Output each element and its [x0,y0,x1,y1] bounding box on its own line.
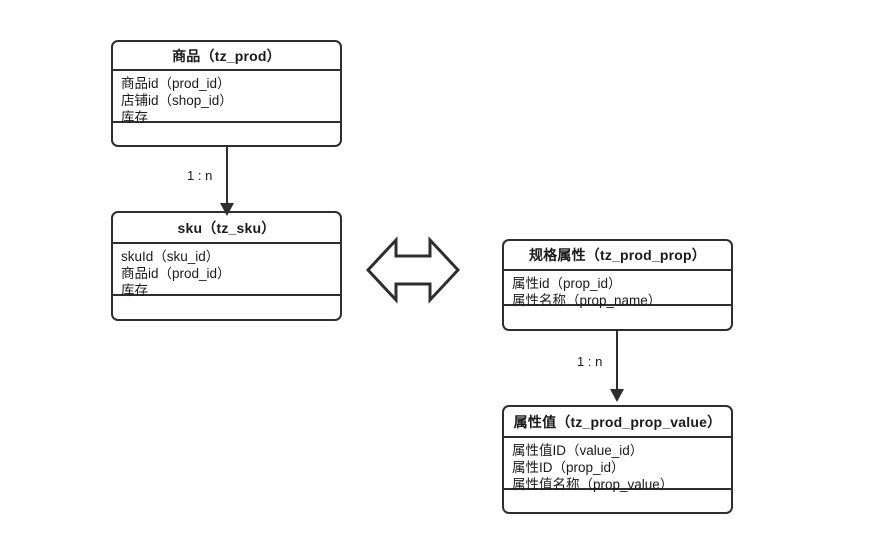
entity-fields-prod-prop: 属性id（prop_id） 属性名称（prop_name） [504,271,731,308]
entity-box-prod-prop-value[interactable]: 属性值（tz_prod_prop_value） 属性值ID（value_id） … [502,405,733,514]
entity-title-prod-prop-value: 属性值（tz_prod_prop_value） [504,407,731,438]
entity-box-prod[interactable]: 商品（tz_prod） 商品id（prod_id） 店铺id（shop_id） … [111,40,342,147]
entity-fields-sku: skuId（sku_id） 商品id（prod_id） 库存 [113,244,340,298]
connector-label-prop-value: 1 : n [577,354,603,369]
entity-title-prod: 商品（tz_prod） [113,42,340,71]
entity-field: 属性名称（prop_name） [512,293,662,308]
arrowhead-down-icon [610,389,624,402]
entity-field: 属性值ID（value_id） [512,443,644,458]
entity-fields-prod-prop-value: 属性值ID（value_id） 属性ID（prop_id） 属性值名称（prop… [504,438,731,492]
entity-footer-sku [113,296,340,319]
entity-field: 属性值名称（prop_value） [512,477,674,492]
entity-field: 属性id（prop_id） [512,276,622,291]
entity-title-prod-prop: 规格属性（tz_prod_prop） [504,241,731,271]
entity-field: 库存 [121,283,148,298]
entity-field: 店铺id（shop_id） [121,93,233,108]
arrowhead-down-icon [220,203,234,216]
entity-field: 属性ID（prop_id） [512,460,625,475]
entity-box-prod-prop[interactable]: 规格属性（tz_prod_prop） 属性id（prop_id） 属性名称（pr… [502,239,733,331]
connector-line [226,147,228,209]
entity-field: 商品id（prod_id） [121,266,231,281]
entity-footer-prod-prop [504,306,731,329]
connector-label-prod-sku: 1 : n [187,168,213,183]
entity-field: skuId（sku_id） [121,249,220,264]
entity-box-sku[interactable]: sku（tz_sku） skuId（sku_id） 商品id（prod_id） … [111,211,342,321]
entity-footer-prod-prop-value [504,490,731,512]
entity-footer-prod [113,123,340,145]
entity-fields-prod: 商品id（prod_id） 店铺id（shop_id） 库存 [113,71,340,125]
double-arrow-horizontal-icon [366,234,460,306]
entity-field: 商品id（prod_id） [121,76,231,91]
entity-title-sku: sku（tz_sku） [113,213,340,244]
connector-line [616,331,618,395]
entity-field: 库存 [121,110,148,125]
